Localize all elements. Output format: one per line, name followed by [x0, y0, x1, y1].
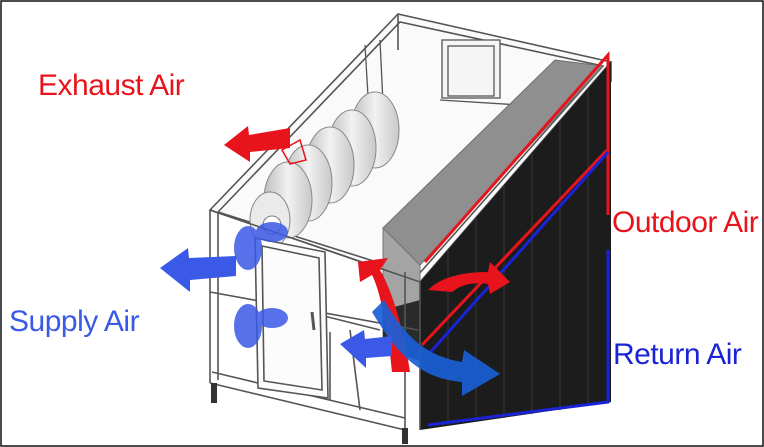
- supply-air-label: Supply Air: [9, 305, 140, 338]
- unit-base-feet: [211, 383, 408, 444]
- return-air-inlet-arrow: [340, 330, 392, 368]
- supply-arrow-icon: [160, 248, 236, 292]
- return-duct-upper: [426, 151, 610, 356]
- outdoor-duct-outline: [423, 51, 610, 263]
- exhaust-arrow-icon: [224, 126, 290, 162]
- return-air-label: Return Air: [613, 338, 742, 371]
- supply-fan-blue: [234, 222, 288, 348]
- fan-array: [249, 91, 400, 249]
- exhaust-duct-hint: [280, 138, 307, 165]
- interior-back-wall: [364, 39, 521, 131]
- outdoor-air-arrow-icon: [428, 262, 510, 294]
- return-duct-lower: [427, 250, 610, 427]
- outdoor-air-label: Outdoor Air: [612, 206, 759, 239]
- exhaust-air-label: Exhaust Air: [38, 69, 185, 102]
- return-air-arrow-icon: [372, 300, 500, 396]
- outdoor-duct-lower: [420, 148, 609, 347]
